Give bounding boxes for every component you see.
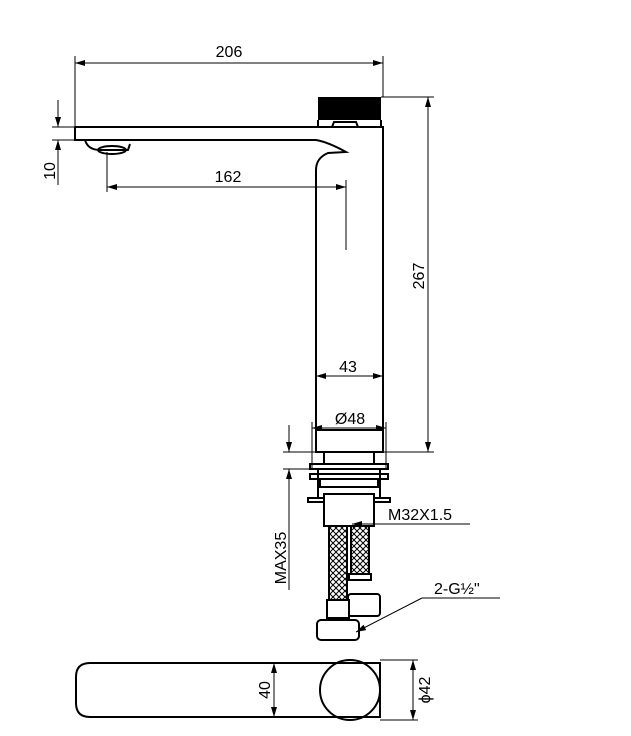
studs bbox=[317, 469, 381, 498]
dim-10-label: 10 bbox=[42, 162, 59, 180]
ferrule-left bbox=[326, 599, 350, 619]
dim-42-label: ϕ42 bbox=[417, 677, 434, 704]
hose-right bbox=[350, 525, 370, 575]
dimensions: 206 10 162 267 43 Ø48 MAX35 M32X1.5 2-G½… bbox=[42, 44, 500, 633]
hose-nut-right bbox=[347, 593, 381, 617]
plan-body-circle bbox=[319, 659, 381, 721]
dim-48-label: Ø48 bbox=[335, 411, 365, 428]
faucet-body-outline bbox=[74, 126, 384, 430]
aerator bbox=[97, 145, 127, 155]
shank bbox=[323, 451, 375, 465]
dim-267-label: 267 bbox=[411, 263, 428, 290]
ferrule-right bbox=[348, 573, 372, 581]
washer bbox=[309, 463, 389, 470]
dim-206-label: 206 bbox=[216, 44, 243, 61]
dim-162-label: 162 bbox=[215, 169, 242, 186]
handle bbox=[318, 97, 381, 120]
hose-left bbox=[328, 525, 348, 601]
plan-outline bbox=[75, 662, 381, 718]
nut bbox=[319, 478, 379, 488]
base-flange bbox=[315, 429, 384, 453]
faucet-plan-view: 40 ϕ42 bbox=[75, 659, 434, 721]
aerator-outline bbox=[84, 139, 131, 151]
dim-max35-label: MAX35 bbox=[273, 532, 290, 585]
handle-base bbox=[317, 120, 382, 128]
thread-label: M32X1.5 bbox=[388, 507, 452, 524]
dim-43-label: 43 bbox=[339, 359, 357, 376]
dim-40-label: 40 bbox=[257, 681, 274, 699]
connection-label: 2-G½" bbox=[434, 581, 480, 598]
faucet-side-view bbox=[74, 97, 391, 641]
connection-leader bbox=[355, 597, 423, 633]
hose-nut-left bbox=[316, 619, 360, 641]
thread-nut bbox=[323, 493, 375, 527]
